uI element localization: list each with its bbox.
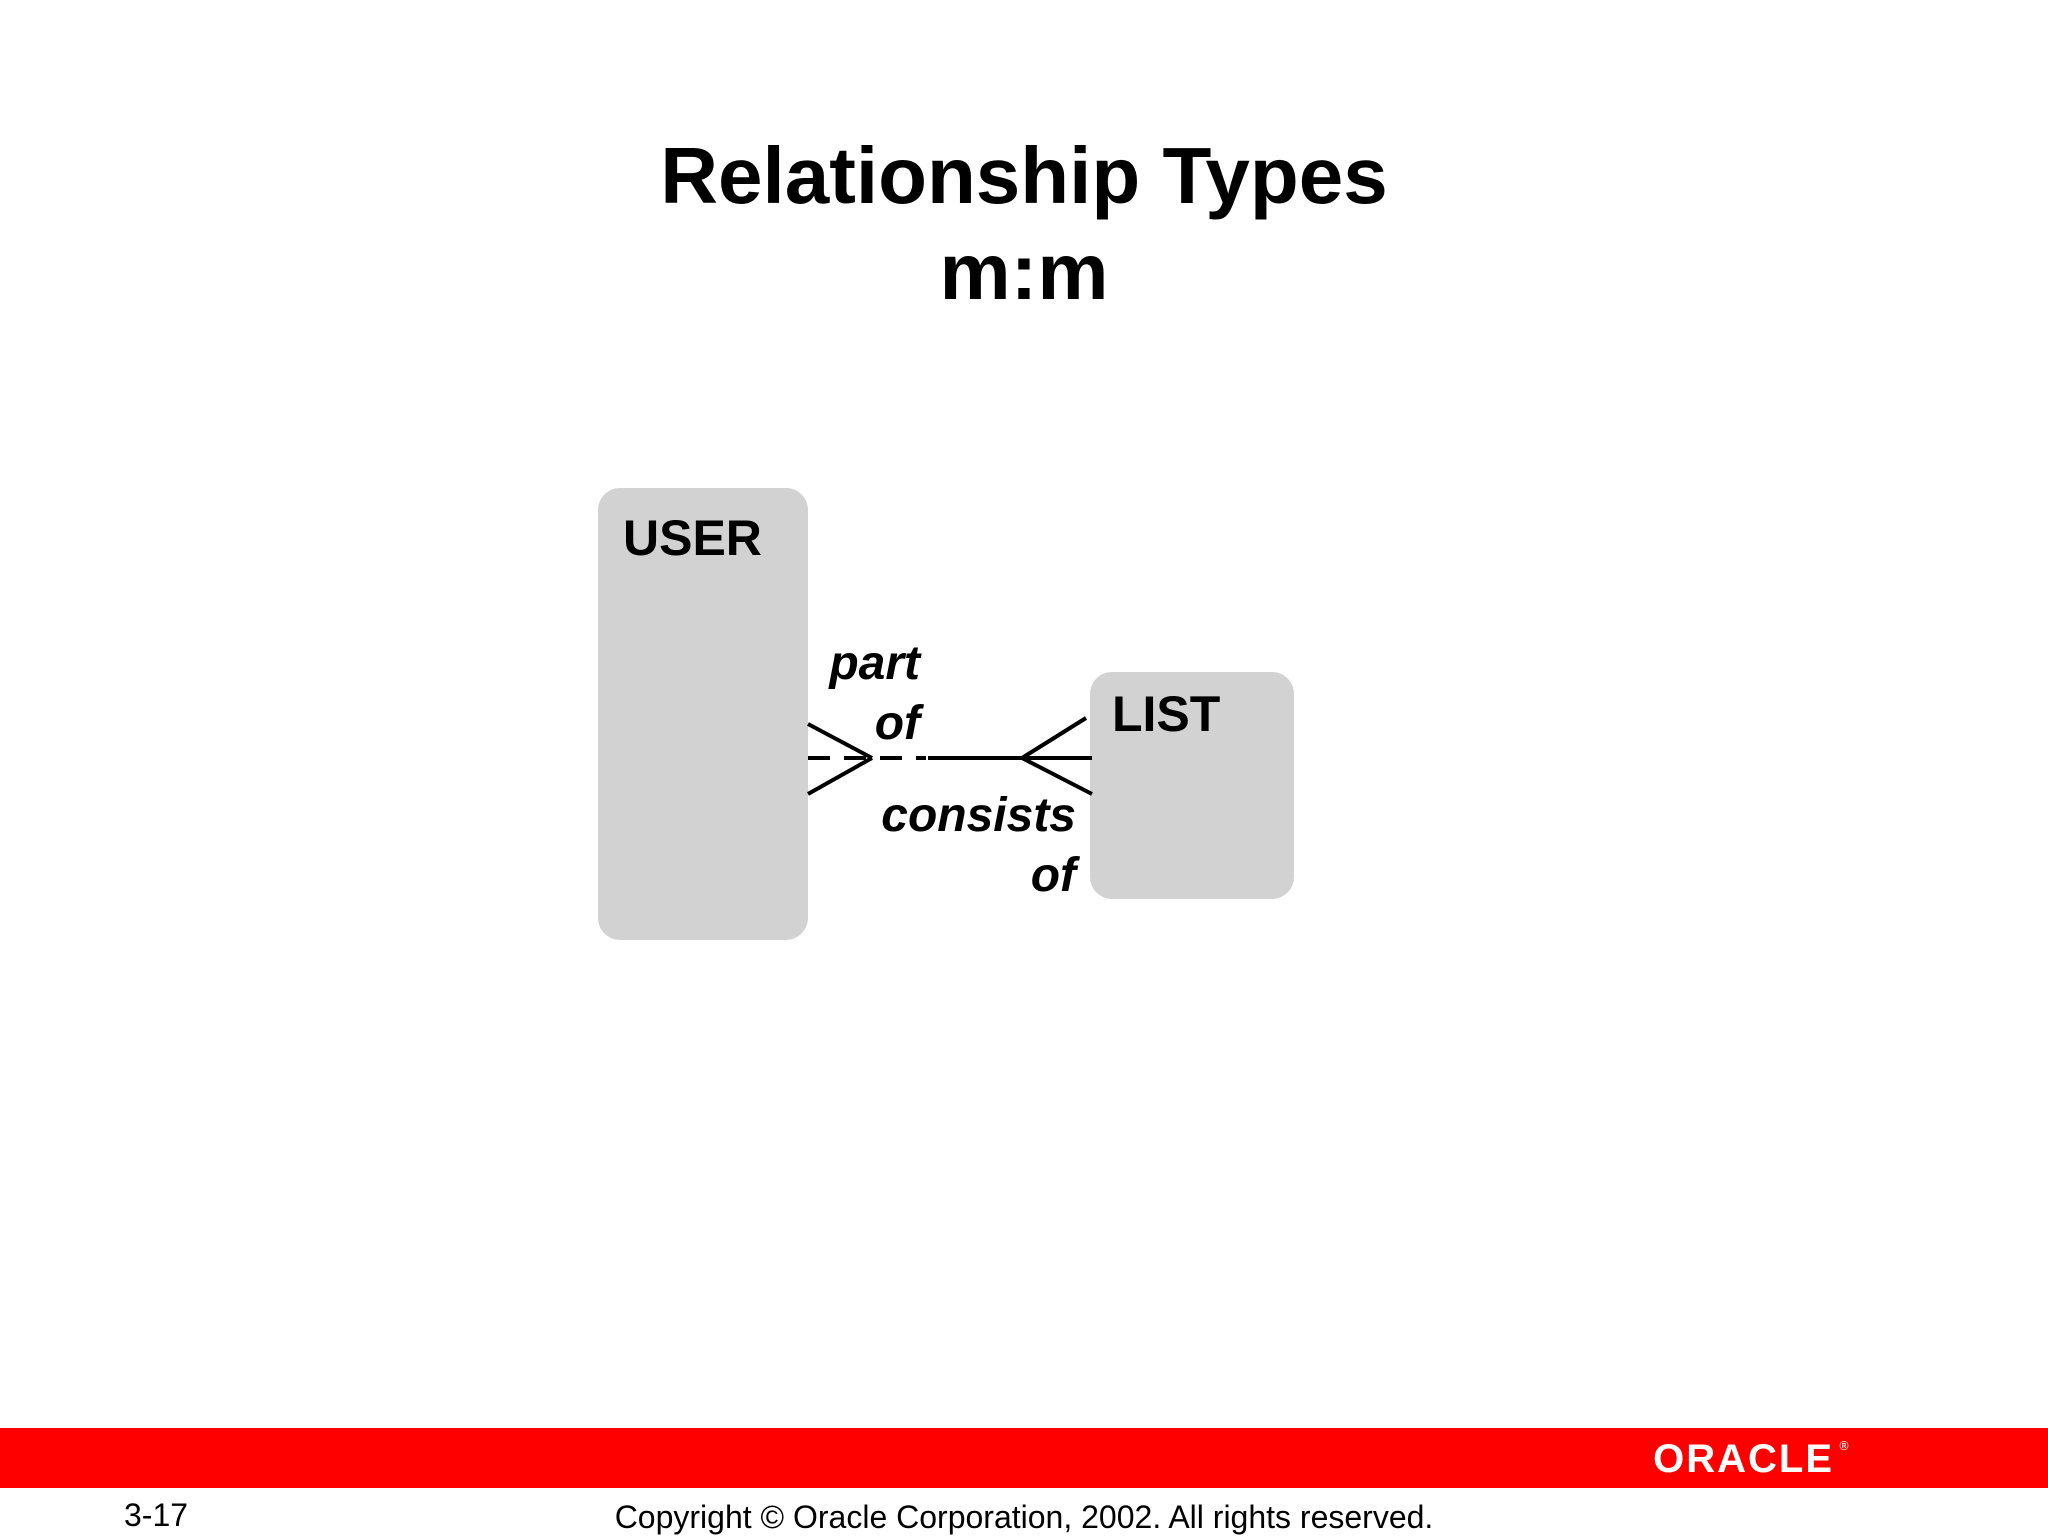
entity-user: USER: [598, 488, 808, 940]
relationship-label-consists-of: consists of: [881, 786, 1076, 906]
relationship-label-part-of: part of: [829, 634, 920, 754]
entity-user-name: USER: [623, 510, 762, 566]
oracle-logo: ORACLE: [1653, 1437, 1834, 1481]
footer-bar: [0, 1428, 2048, 1488]
relationship-label-line: of: [874, 697, 920, 750]
list-crowsfoot-upper: [1020, 716, 1088, 760]
relationship-label-line: consists: [881, 789, 1076, 842]
user-crowsfoot-lower: [807, 756, 873, 796]
entity-list-name: LIST: [1112, 686, 1221, 742]
registered-mark-icon: ®: [1838, 1439, 1850, 1453]
slide-title: Relationship Types: [660, 131, 1388, 220]
user-crowsfoot-upper: [807, 722, 873, 760]
list-crowsfoot-lower: [1021, 756, 1093, 796]
entity-list: LIST: [1090, 672, 1294, 899]
relationship-label-line: part: [829, 637, 920, 690]
page-number: 3-17: [124, 1497, 189, 1533]
slide-subtitle: m:m: [939, 227, 1109, 316]
copyright-notice: Copyright © Oracle Corporation, 2002. Al…: [614, 1499, 1434, 1535]
relationship-label-line: of: [1030, 849, 1076, 902]
